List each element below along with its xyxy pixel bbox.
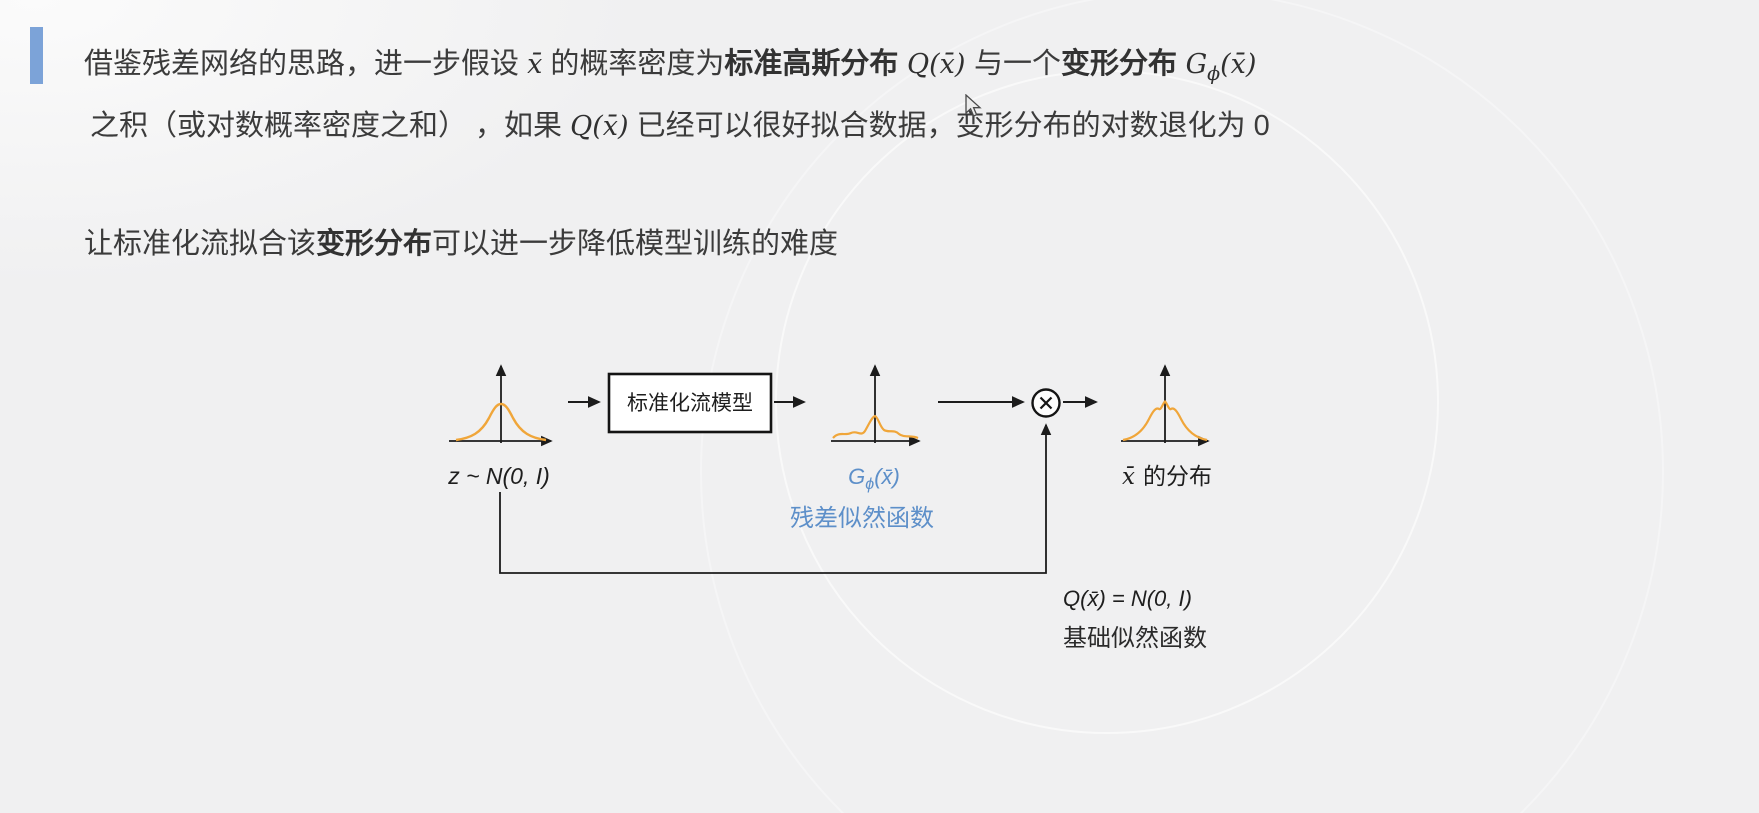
intro-paragraph: 借鉴残差网络的思路，进一步假设 x̄ 的概率密度为标准高斯分布 Q(x̄) 与一…: [84, 33, 1270, 157]
bold-standard-gaussian: 标准高斯分布: [724, 48, 899, 80]
plot2-sublabel: 残差似然函数: [790, 505, 934, 532]
text-run: 的概率密度为: [542, 48, 725, 80]
accent-bar: [30, 27, 43, 84]
intro-line-2: 之积（或对数概率密度之和） ，如果 Q(x̄) 已经可以很好拟合数据，变形分布的…: [90, 95, 1270, 157]
plot2-label: Gϕ(x̄): [848, 464, 900, 493]
plot3-label-text: 的分布: [1143, 463, 1212, 489]
plot-residual-likelihood: [831, 364, 921, 447]
note-paragraph: 让标准化流拟合该变形分布可以进一步降低模型训练的难度: [84, 224, 838, 264]
text-run: 与一个: [973, 48, 1061, 80]
plot2-wavy-curve: [832, 414, 919, 440]
math-xbar: x̄: [527, 49, 543, 80]
bold-deform-distribution: 变形分布: [1061, 48, 1178, 80]
plot2-label-paren: (x̄): [874, 464, 900, 489]
text-run: 之积（或对数概率密度之和） ，如果: [90, 110, 571, 142]
base-likelihood-label: 基础似然函数: [1063, 625, 1207, 652]
plot3-curve: [1122, 400, 1208, 442]
text-run: 可以进一步降低模型训练的难度: [432, 228, 839, 260]
math-G: G: [1177, 49, 1208, 80]
plot1-label: z ~ N(0, I): [447, 463, 550, 489]
bold-deform-distribution: 变形分布: [316, 228, 433, 260]
mouse-cursor: [965, 94, 982, 117]
math-phi-subscript: ϕ: [1207, 63, 1221, 85]
cursor-arrow-icon: [965, 94, 982, 117]
text-run: 让标准化流拟合该: [84, 228, 317, 260]
math-Qx: Q(x̄): [898, 49, 974, 80]
math-Qx: Q(x̄): [570, 111, 629, 142]
plot1-gaussian-curve: [455, 402, 547, 442]
intro-line-1: 借鉴残差网络的思路，进一步假设 x̄ 的概率密度为标准高斯分布 Q(x̄) 与一…: [84, 33, 1270, 95]
math-Gx-paren: (x̄): [1220, 49, 1257, 80]
text-run: 已经可以很好拟合数据，变形分布的对数退化为 0: [628, 110, 1270, 142]
flow-diagram: z ~ N(0, I) 标准化流模型 Gϕ(x̄) 残差似然函数: [447, 364, 1212, 652]
plot2-label-g: G: [848, 464, 865, 489]
base-likelihood-formula: Q(x̄) = N(0, I): [1063, 586, 1192, 611]
multiply-cross: [1039, 396, 1053, 410]
plot2-label-phi-subscript: ϕ: [865, 476, 874, 493]
flow-model-box-label: 标准化流模型: [627, 392, 753, 415]
multiply-node: [1031, 388, 1061, 418]
feedback-path: [499, 423, 1052, 574]
plot3-label-xbar: x̄: [1122, 464, 1135, 490]
flow-model-box: [607, 372, 773, 434]
text-run: 借鉴残差网络的思路，进一步假设: [84, 48, 528, 80]
plot-output-distribution: [1121, 364, 1210, 447]
plot3-label: x̄ 的分布: [1122, 463, 1212, 490]
